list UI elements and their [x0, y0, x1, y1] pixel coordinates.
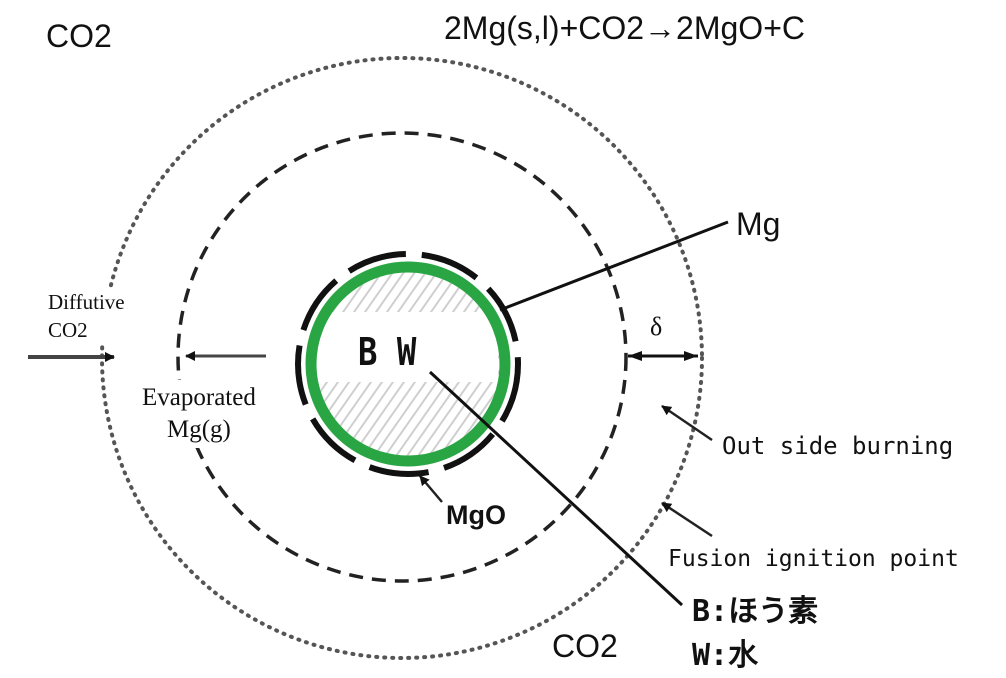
bw-label: B W: [358, 330, 417, 374]
flame-boundary: [176, 131, 628, 583]
bw-label-band: [316, 312, 498, 382]
legend: B:ほう素 W:水: [692, 590, 818, 678]
delta-label: δ: [650, 312, 663, 341]
evaporated-mg-label: Evaporated Mg(g): [136, 380, 262, 448]
mgo-arrow: [419, 475, 443, 503]
co2-top-label: CO2: [46, 18, 112, 54]
mg-label: Mg: [736, 206, 781, 242]
fusion-ignition-label: Fusion ignition point: [668, 546, 959, 572]
mgo-label: MgO: [446, 500, 506, 530]
evaporated-line2: Mg(g): [166, 416, 231, 443]
evaporated-line1: Evaporated: [142, 384, 256, 411]
mgo-shell: [295, 251, 521, 477]
legend-boron: B:ほう素: [692, 594, 819, 629]
outside-burning-label: Out side burning: [722, 432, 954, 460]
outside-burning-arrow: [661, 404, 713, 442]
mg-shell: [305, 261, 511, 467]
reaction-equation: 2Mg(s,l)+CO2→2MgO+C: [444, 10, 805, 46]
co2-bottom-label: CO2: [552, 628, 618, 664]
diffutive-line2: CO2: [48, 318, 88, 342]
diffutive-co2-label: Diffutive CO2: [48, 288, 133, 344]
mg-leader-line: [499, 220, 729, 312]
diffutive-line1: Diffutive: [48, 290, 125, 314]
fusion-ignition-arrow: [661, 501, 713, 538]
bw-leader-line: [428, 370, 684, 607]
legend-water: W:水: [692, 638, 759, 673]
